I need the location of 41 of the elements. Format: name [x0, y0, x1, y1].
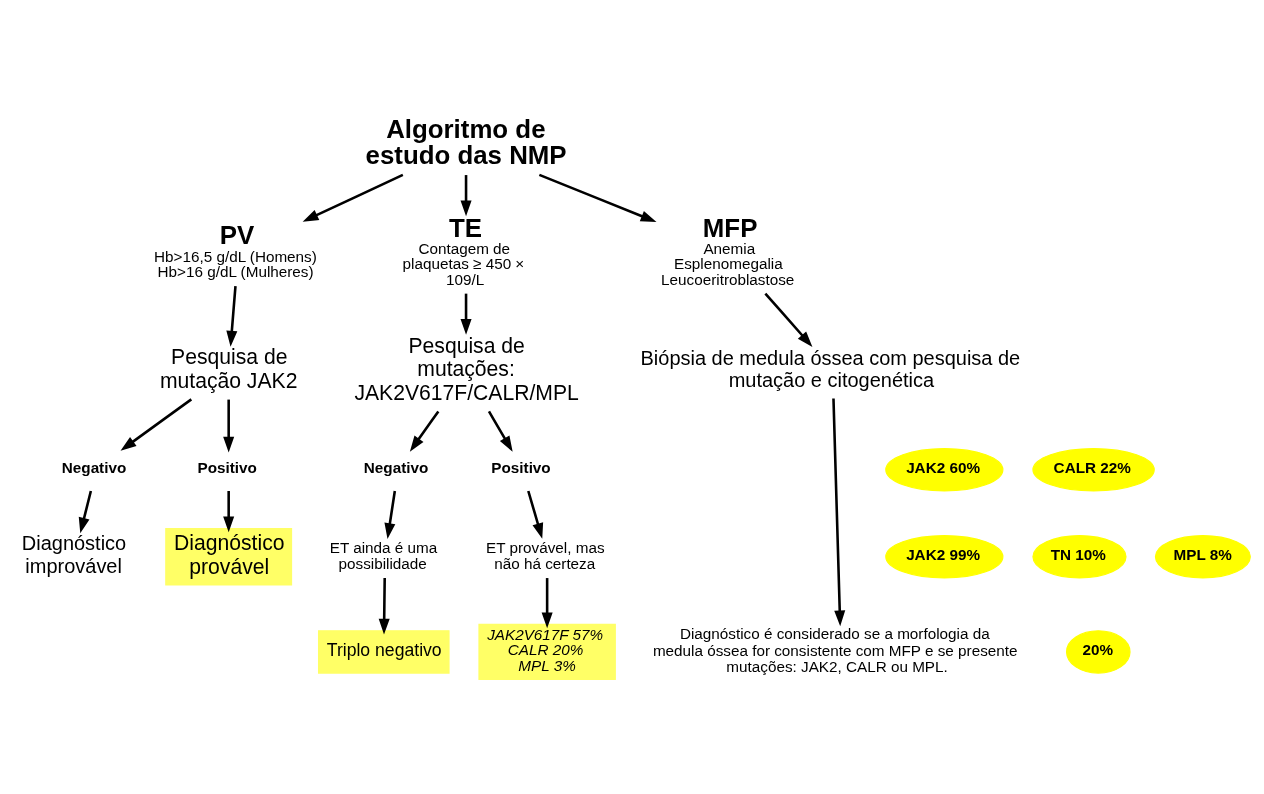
- node-ellipse: JAK2 60%: [885, 447, 1004, 491]
- node-box: Triplo negativo: [318, 629, 450, 674]
- node-text: Diagnóstico é considerado se a morfologia da medula óssea for consistente com MFP e se presente mutações: JAK2, CALR ou MPL.: [652, 624, 1018, 675]
- node-text: Algoritmo de estudo das NMP: [365, 114, 567, 169]
- arrow: [120, 397, 193, 451]
- node-text: ET ainda é uma possibilidade: [329, 538, 438, 572]
- arrow: [832, 397, 846, 626]
- node-box: Diagnóstico provável: [165, 527, 293, 586]
- arrow: [541, 577, 553, 628]
- node-text: PV Hb>16,5 g/dL (Homens) Hb>16 g/dL (Mulheres): [154, 220, 317, 280]
- arrow: [538, 173, 657, 222]
- arrow: [223, 399, 235, 452]
- node-text: Pesquisa de mutação JAK2: [159, 344, 298, 392]
- arrow: [226, 285, 238, 347]
- node-ellipse: 20%: [1065, 629, 1131, 674]
- node-text: TE Contagem de plaquetas ≥ 450 × 109/L: [402, 213, 525, 288]
- node-text: Negativo: [61, 458, 127, 476]
- node-text: Positivo: [197, 458, 257, 476]
- node-text: Negativo: [363, 458, 429, 476]
- node-ellipse: TN 10%: [1032, 534, 1127, 578]
- arrow: [487, 410, 513, 452]
- arrow: [460, 174, 472, 216]
- node-text: Biópsia de medula óssea com pesquisa de mutação e citogenética: [640, 346, 1021, 391]
- arrow: [302, 173, 404, 222]
- arrow: [78, 490, 93, 533]
- node-ellipse: CALR 22%: [1032, 447, 1155, 491]
- node-text: Positivo: [491, 458, 551, 476]
- node-ellipse: MPL 8%: [1154, 534, 1251, 578]
- node-text: Pesquisa de mutações: JAK2V617F/CALR/MPL: [354, 333, 579, 404]
- node-text: MFP Anemia Esplenomegalia Leucoeritroblastose: [661, 213, 795, 288]
- node-box: JAK2V617F 57% CALR 20% MPL 3%: [478, 623, 616, 680]
- arrow: [384, 490, 397, 539]
- arrow: [378, 577, 390, 635]
- arrow: [409, 410, 440, 452]
- node-ellipse: JAK2 99%: [885, 534, 1004, 578]
- arrow: [460, 293, 472, 335]
- arrow: [527, 490, 544, 539]
- node-text: Diagnóstico improvável: [21, 531, 127, 577]
- node-text: ET provável, mas não há certeza: [486, 538, 605, 572]
- arrow: [764, 292, 813, 347]
- arrow: [223, 490, 235, 532]
